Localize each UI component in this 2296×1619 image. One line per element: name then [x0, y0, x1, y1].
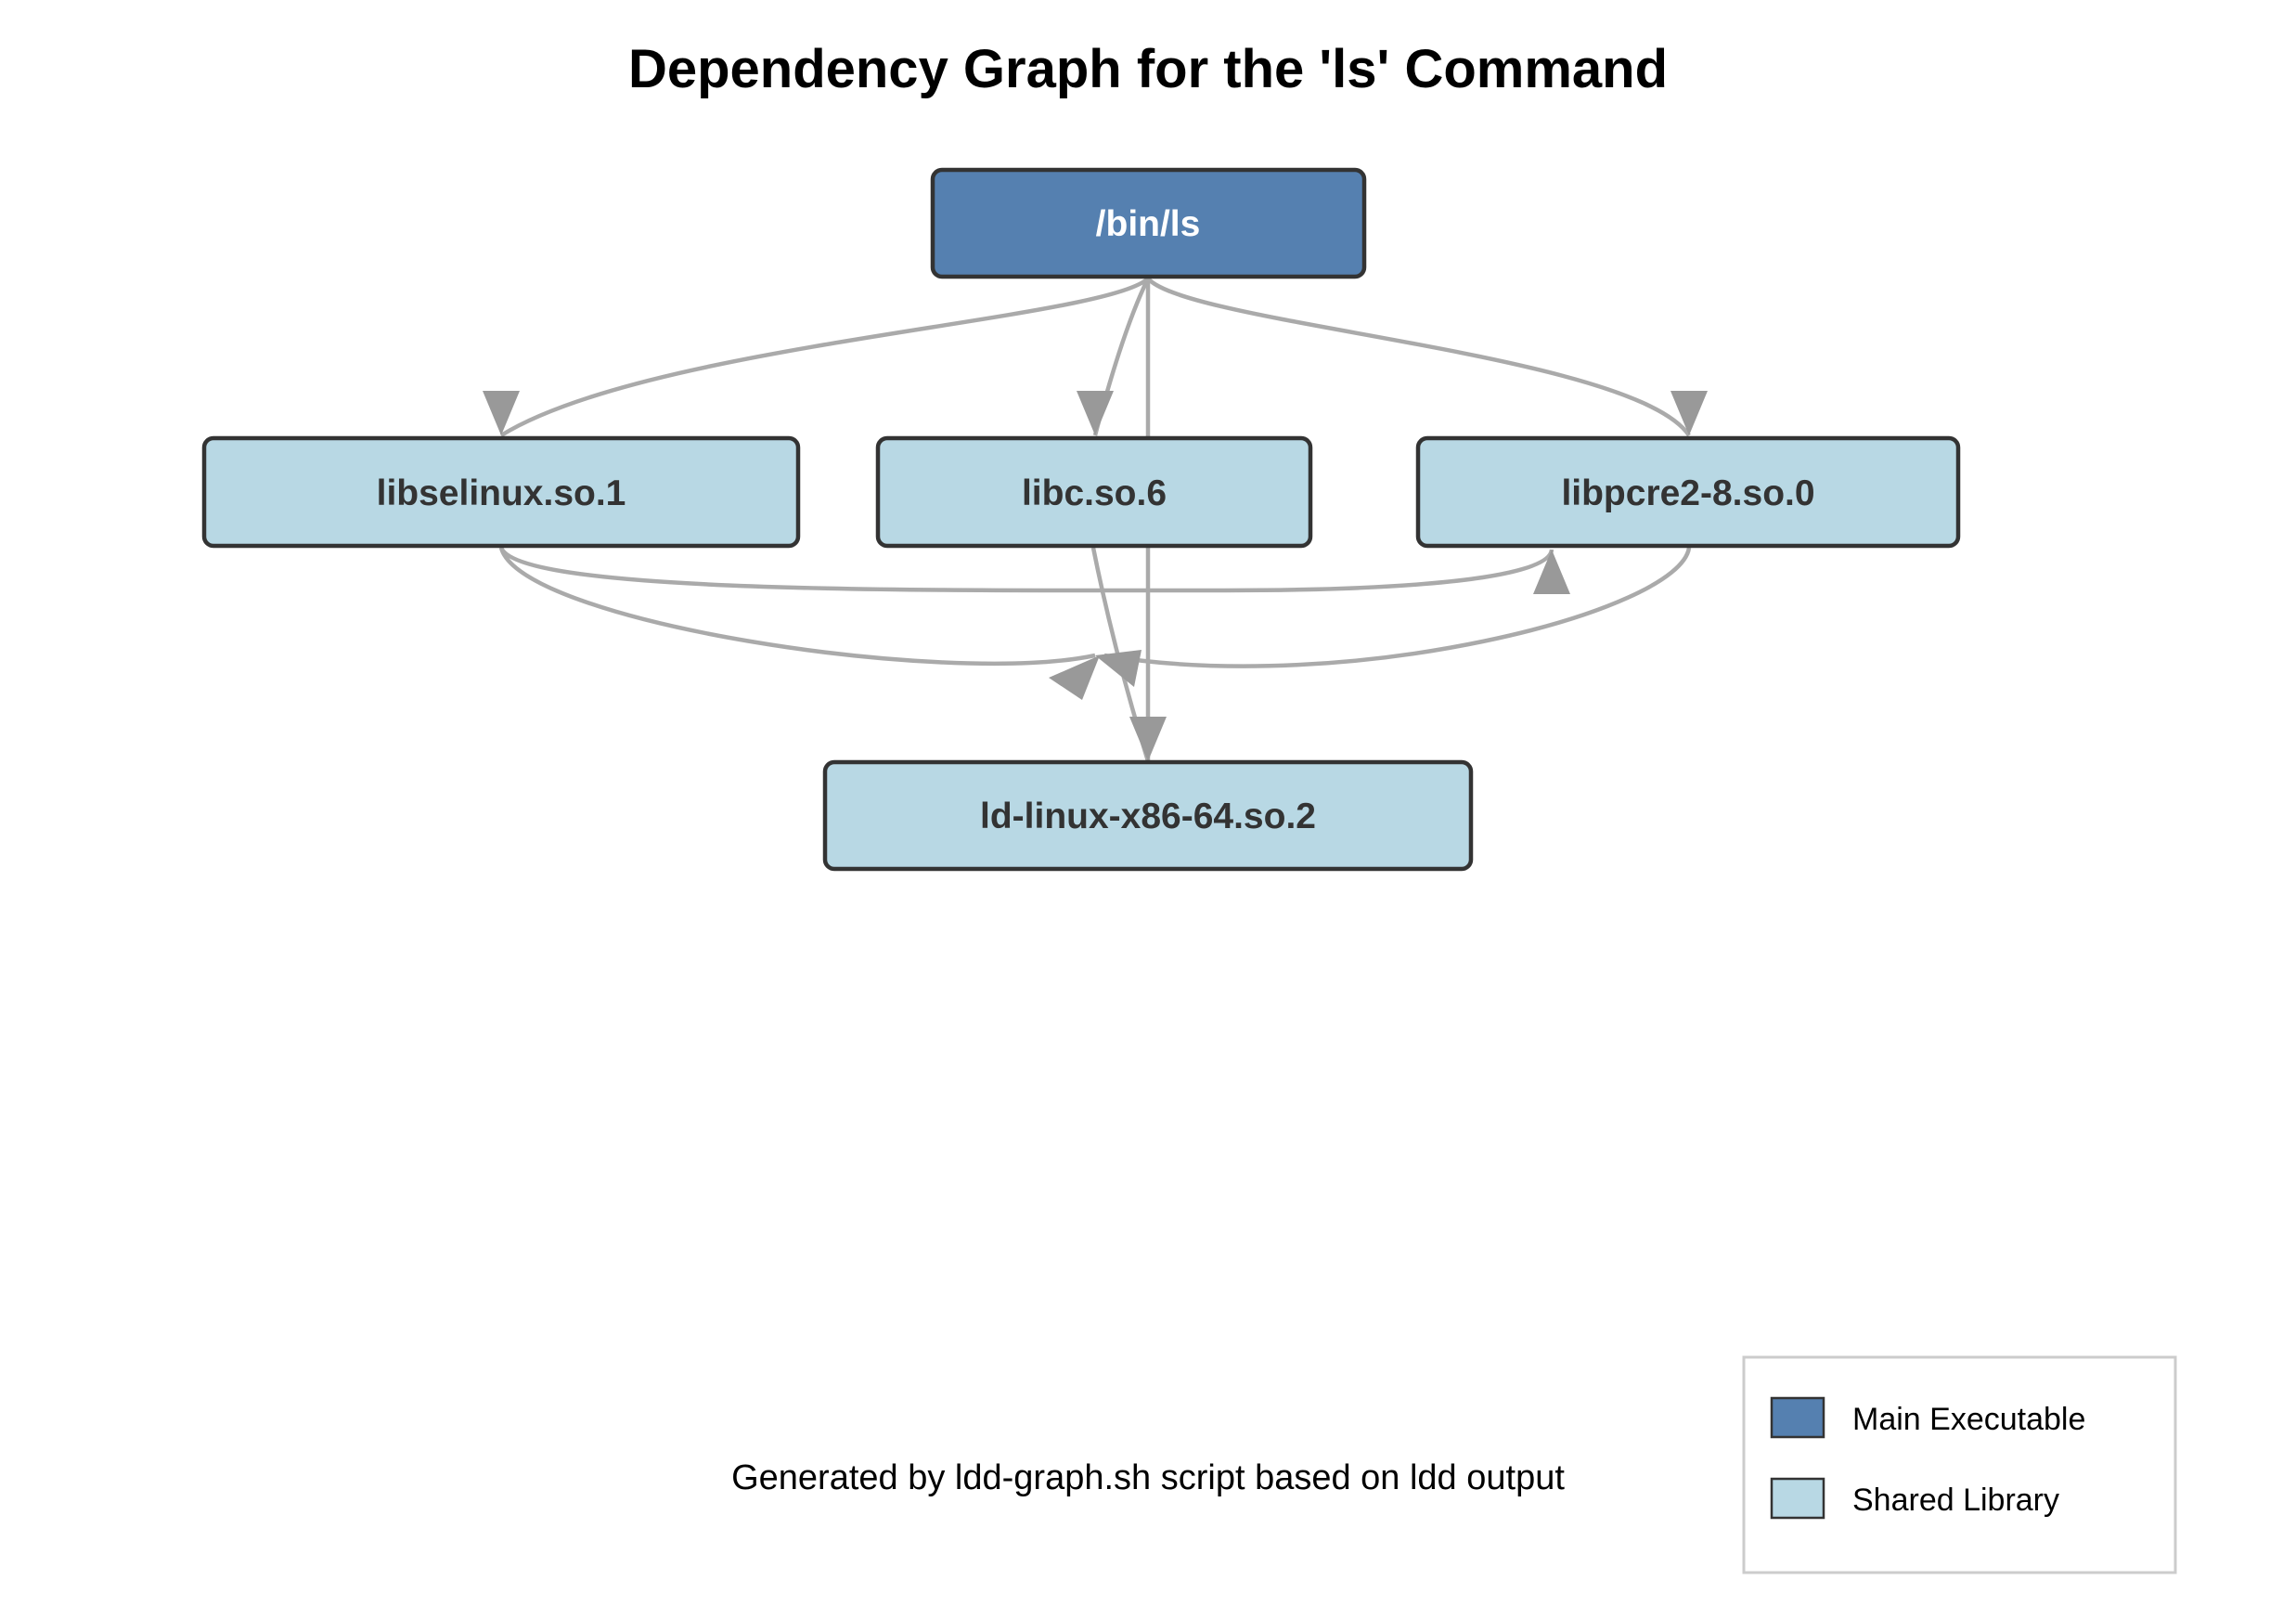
arrowhead-libpcre2-bottom — [1533, 550, 1570, 594]
node-ls-box — [930, 167, 1367, 279]
diagram-title: Dependency Graph for the 'ls' Command — [628, 39, 1668, 99]
node-libselinux-label: libselinux.so.1 — [377, 473, 626, 513]
arrowheads — [483, 391, 1708, 761]
edges — [498, 277, 1692, 762]
node-libpcre2[interactable]: libpcre2-8.so.0 — [1415, 435, 1961, 549]
legend: Main Executable Shared Library — [1742, 1355, 2177, 1574]
legend-swatch-main-executable — [1770, 1396, 1825, 1439]
arrowhead-ldlinux-left — [1049, 655, 1100, 700]
node-libc-box — [875, 435, 1313, 549]
node-libc[interactable]: libc.so.6 — [875, 435, 1313, 549]
node-ls-label: /bin/ls — [1096, 204, 1201, 244]
node-ls[interactable]: /bin/ls — [930, 167, 1367, 279]
node-ldlinux-box — [822, 759, 1474, 872]
footer-caption: Generated by ldd-graph.sh script based o… — [731, 1458, 1565, 1497]
node-libselinux[interactable]: libselinux.so.1 — [201, 435, 801, 549]
node-libpcre2-box — [1415, 435, 1961, 549]
arrowhead-libselinux — [483, 391, 520, 435]
edge-libselinux-to-libpcre2 — [498, 546, 1554, 593]
edge-ls-to-libselinux — [499, 277, 1150, 437]
edge-libpcre2-to-ldlinux — [1103, 547, 1692, 668]
node-libc-label: libc.so.6 — [1022, 473, 1167, 513]
legend-frame — [1742, 1355, 2177, 1574]
node-ldlinux[interactable]: ld-linux-x86-64.so.2 — [822, 759, 1474, 872]
arrowhead-ldlinux-top — [1129, 717, 1167, 761]
edge-ls-to-libpcre2 — [1146, 277, 1691, 437]
node-libselinux-box — [201, 435, 801, 549]
arrowhead-ldlinux-right — [1095, 650, 1142, 687]
node-ldlinux-label: ld-linux-x86-64.so.2 — [980, 797, 1316, 836]
legend-label-main-executable: Main Executable — [1852, 1402, 2085, 1437]
arrowhead-libc — [1077, 391, 1114, 435]
legend-label-shared-library: Shared Library — [1852, 1483, 2059, 1518]
edge-libselinux-to-ldlinux — [498, 547, 1096, 667]
arrowhead-libpcre2 — [1670, 391, 1708, 435]
legend-swatch-shared-library — [1770, 1477, 1825, 1520]
node-libpcre2-label: libpcre2-8.so.0 — [1561, 473, 1814, 513]
